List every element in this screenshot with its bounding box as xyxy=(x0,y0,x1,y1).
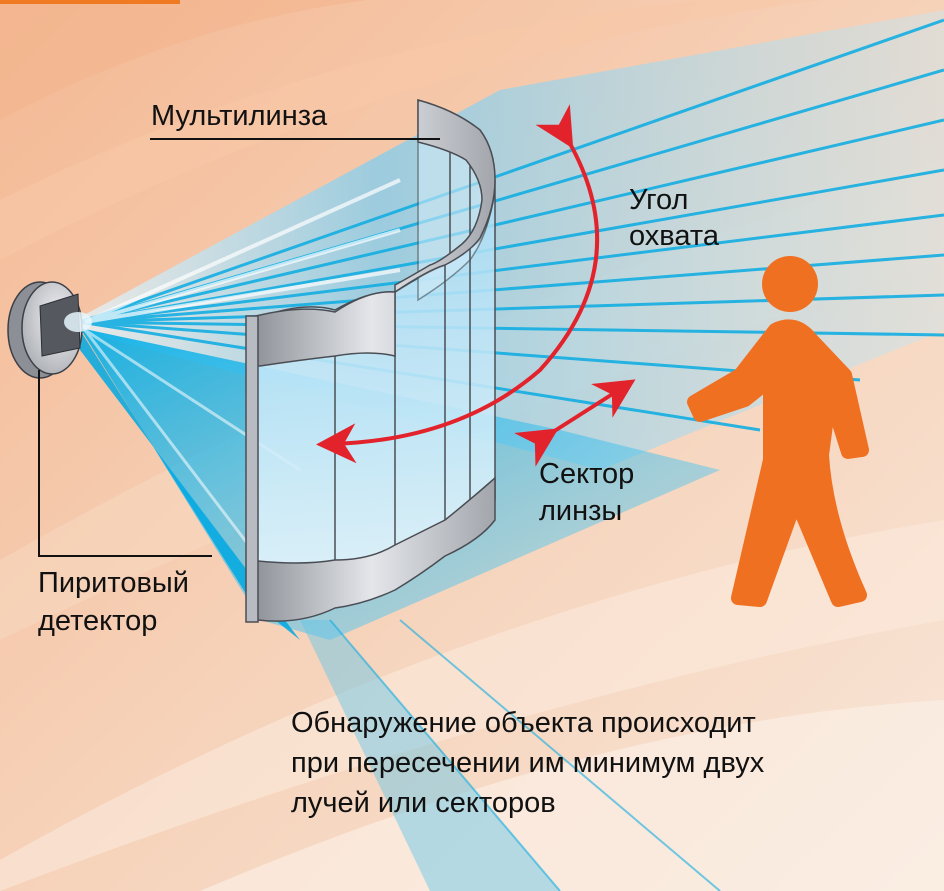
coverage-angle-label-line1: Угол xyxy=(629,184,689,216)
pyro-detector-icon xyxy=(7,281,92,379)
detection-note-line3: лучей или секторов xyxy=(291,787,556,819)
multilens-label: Мультилинза xyxy=(151,100,328,132)
detection-note-line1: Обнаружение объекта происходит xyxy=(291,707,756,739)
detector-label-line2: детектор xyxy=(38,605,158,637)
straight-double-arrow-icon xyxy=(514,379,636,467)
lens-sector-label-line2: линзы xyxy=(539,495,623,527)
detector-label-line1: Пиритовый xyxy=(38,567,189,599)
coverage-angle-label-line2: охвата xyxy=(629,220,719,252)
lens-sector-label-line1: Сектор xyxy=(539,458,635,490)
curved-double-arrow-icon xyxy=(316,104,600,464)
walking-person-icon xyxy=(687,256,869,607)
detection-note-line2: при пересечении им минимум двух xyxy=(291,747,765,779)
top-accent-bar xyxy=(0,0,180,4)
